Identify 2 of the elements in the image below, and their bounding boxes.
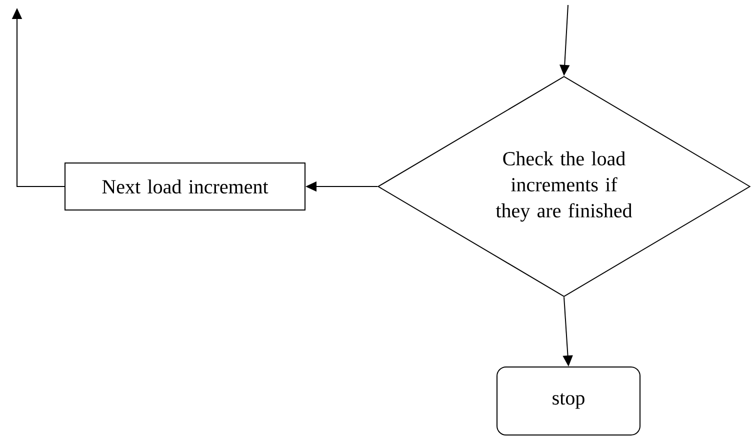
terminal-box: stop [496, 366, 640, 436]
process-box: Next load increment [64, 162, 306, 210]
